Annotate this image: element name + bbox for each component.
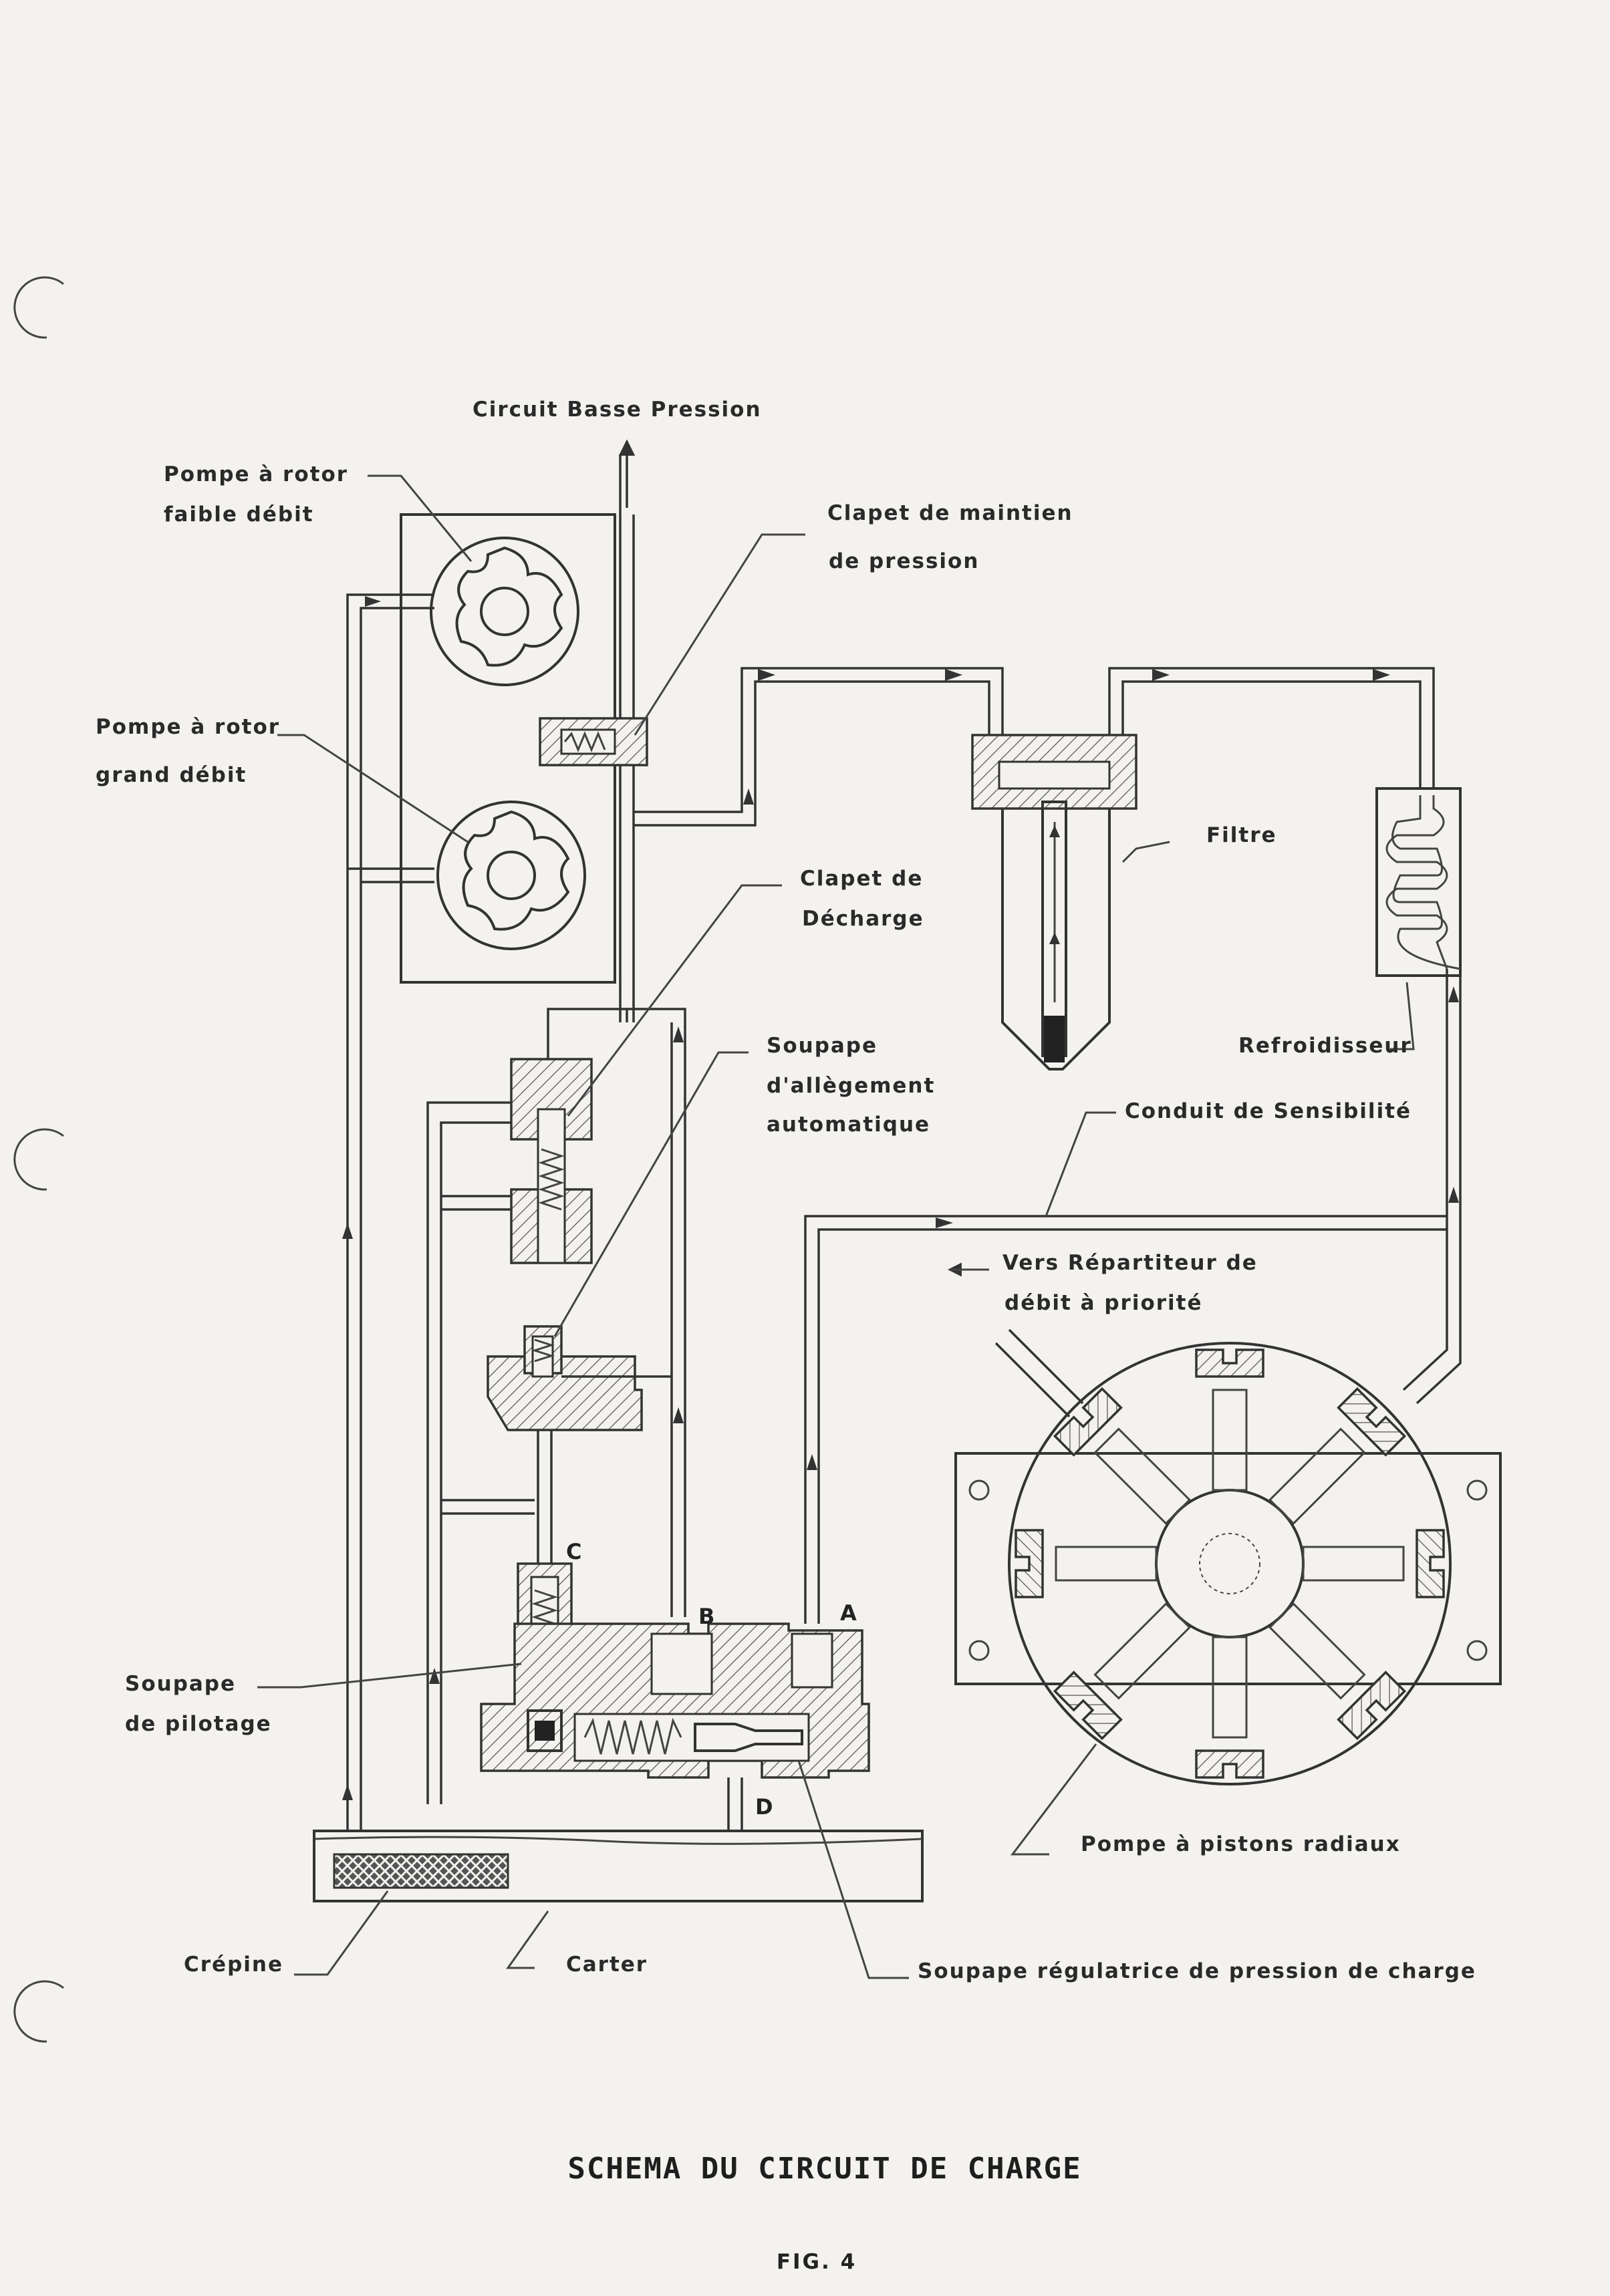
rotor-grand-debit-icon — [462, 810, 570, 931]
label-port-d: D — [755, 1794, 773, 1820]
label-pompe-grand-1: Pompe à rotor — [96, 715, 280, 739]
label-pompe-faible-1: Pompe à rotor — [164, 462, 348, 486]
label-carter: Carter — [566, 1953, 648, 1977]
clapet-decharge-valve — [510, 1058, 593, 1264]
label-soupape-allegement-1: Soupape — [767, 1034, 878, 1058]
label-soupape-pilotage-1: Soupape — [125, 1672, 236, 1696]
label-port-c: C — [566, 1539, 581, 1564]
cooler — [1375, 787, 1462, 977]
leader-lines — [257, 474, 1415, 1979]
soupape-allegement-valve — [487, 1325, 672, 1431]
pipes — [346, 439, 1462, 1831]
label-clapet-decharge-2: Décharge — [802, 907, 924, 931]
label-pompe-grand-2: grand débit — [96, 763, 247, 787]
crepine-strainer — [333, 1853, 509, 1889]
label-clapet-maintien-2: de pression — [829, 549, 979, 573]
punch-holes — [13, 276, 64, 2043]
rotor-faible-debit-icon — [455, 546, 563, 667]
label-clapet-decharge-1: Clapet de — [800, 867, 923, 891]
clapet-maintien-valve — [539, 717, 648, 766]
label-port-b: B — [698, 1604, 714, 1629]
label-circuit-basse-pression: Circuit Basse Pression — [473, 398, 762, 422]
label-soupape-pilotage-2: de pilotage — [125, 1712, 272, 1736]
flow-arrows — [342, 596, 1459, 1800]
figure-number: FIG. 4 — [777, 2250, 857, 2274]
piston-cylinders — [1015, 1348, 1445, 1779]
filter-housing — [971, 734, 1137, 1070]
carter-tank — [313, 1830, 924, 1902]
label-clapet-maintien-1: Clapet de maintien — [827, 501, 1073, 525]
label-vers-repartiteur-1: Vers Répartiteur de — [1002, 1251, 1258, 1275]
label-pompe-faible-2: faible débit — [164, 503, 314, 527]
radial-piston-pump — [954, 1328, 1502, 1785]
label-soupape-allegement-3: automatique — [767, 1113, 930, 1137]
label-conduit-sensibilite: Conduit de Sensibilité — [1125, 1099, 1412, 1123]
label-pompe-pistons: Pompe à pistons radiaux — [1081, 1832, 1401, 1856]
label-soupape-regulatrice: Soupape régulatrice de pression de charg… — [918, 1959, 1476, 1983]
label-vers-repartiteur-2: débit à priorité — [1004, 1291, 1203, 1315]
regulator-valve-block — [480, 1562, 870, 1779]
labels: Circuit Basse Pression Pompe à rotor fai… — [96, 398, 1476, 1983]
label-crepine: Crépine — [184, 1953, 283, 1977]
label-soupape-allegement-2: d'allègement — [767, 1074, 935, 1098]
caption: SCHEMA DU CIRCUIT DE CHARGE FIG. 4 — [567, 2152, 1081, 2274]
label-refroidisseur: Refroidisseur — [1238, 1034, 1412, 1058]
figure-title: SCHEMA DU CIRCUIT DE CHARGE — [567, 2152, 1081, 2186]
label-port-a: A — [840, 1600, 857, 1626]
label-filtre: Filtre — [1206, 823, 1277, 847]
